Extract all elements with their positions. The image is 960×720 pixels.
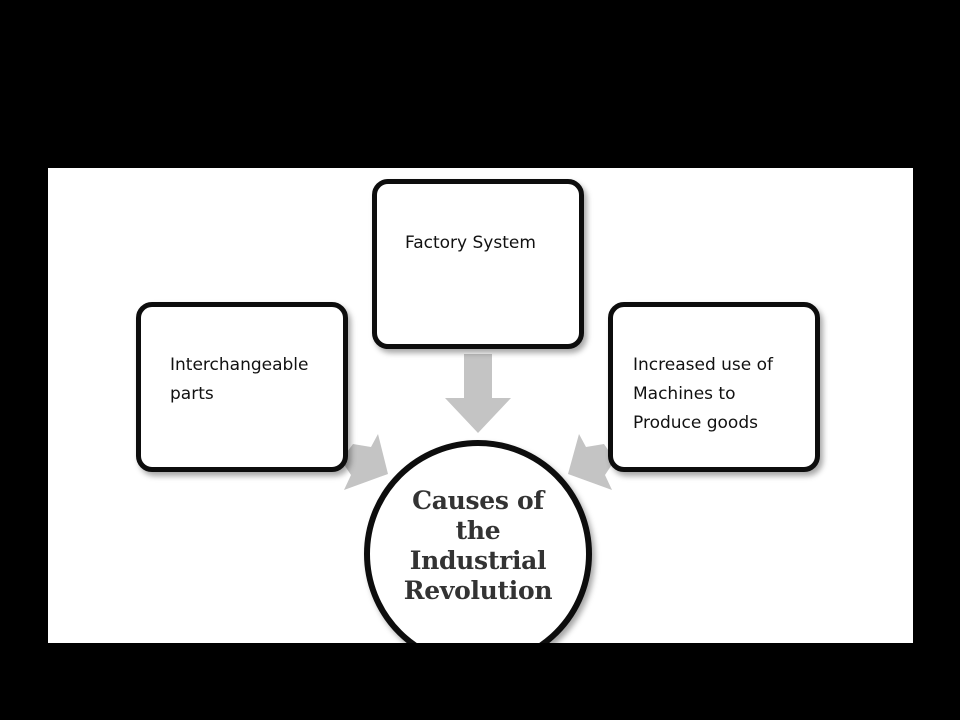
- node-left-line-2: parts: [170, 384, 214, 404]
- center-circle: Causes of the Industrial Revolution: [364, 440, 592, 643]
- arrow-top-to-center: [445, 354, 511, 433]
- center-line-3: Industrial: [409, 546, 547, 575]
- arrow-right-to-center: [568, 434, 615, 490]
- center-line-2: the: [455, 516, 501, 545]
- diagram-panel: Factory System Interchangeable parts Inc…: [48, 168, 913, 643]
- node-factory-system: Factory System: [372, 179, 584, 349]
- node-factory-system-text: Factory System: [405, 229, 579, 258]
- center-line-4: Revolution: [403, 576, 553, 605]
- node-right-line-3: Produce goods: [633, 413, 758, 433]
- node-left-line-1: Interchangeable: [170, 355, 309, 375]
- node-right-line-2: Machines to: [633, 384, 736, 404]
- node-interchangeable-parts-text: Interchangeable parts: [170, 351, 343, 409]
- node-top-line-1: Factory System: [405, 233, 536, 253]
- center-title: Causes of the Industrial Revolution: [370, 486, 586, 606]
- node-interchangeable-parts: Interchangeable parts: [136, 302, 348, 472]
- node-right-line-1: Increased use of: [633, 355, 774, 375]
- arrows-layer: [341, 354, 615, 490]
- node-increased-machines: Increased use of Machines to Produce goo…: [608, 302, 820, 472]
- node-increased-machines-text: Increased use of Machines to Produce goo…: [633, 351, 815, 438]
- arrow-left-to-center: [341, 434, 388, 490]
- center-line-1: Causes of: [412, 486, 544, 515]
